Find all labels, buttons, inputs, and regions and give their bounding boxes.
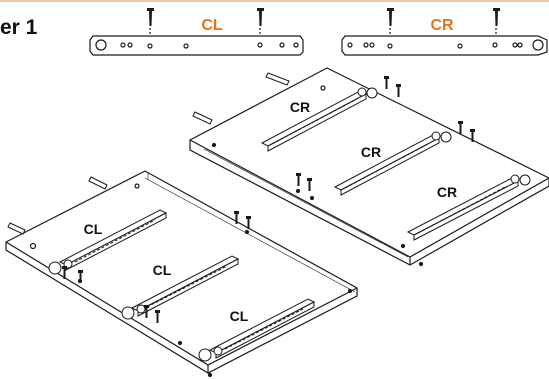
panel-left-label-3: CL (230, 308, 249, 324)
rail-cr-top-label: CR (430, 17, 454, 34)
panel-right-label-2: CR (361, 144, 381, 160)
dowel-icon (192, 72, 290, 125)
panel-left-label-2: CL (153, 262, 172, 278)
slide-cl-1 (48, 209, 168, 275)
slide-cl-2 (121, 255, 240, 320)
slide-cr-1 (260, 87, 378, 152)
slide-cl-3 (198, 298, 316, 362)
screw-icon (62, 211, 251, 323)
dowel-icon (7, 176, 108, 235)
panel-right-label-1: CR (290, 99, 310, 115)
rail-cr-top (341, 28, 548, 56)
panel-right-label-3: CR (437, 184, 457, 200)
slide-cr-2 (333, 131, 452, 196)
screw-icon (296, 76, 475, 191)
panel-left-label-1: CL (84, 221, 103, 237)
rail-cl-top-label: CL (201, 17, 223, 34)
rail-cl-top (89, 28, 304, 56)
slide-cr-3 (406, 174, 531, 241)
screw-icon (387, 8, 500, 26)
screw-icon (147, 8, 264, 26)
step-title: er 1 (0, 16, 38, 39)
